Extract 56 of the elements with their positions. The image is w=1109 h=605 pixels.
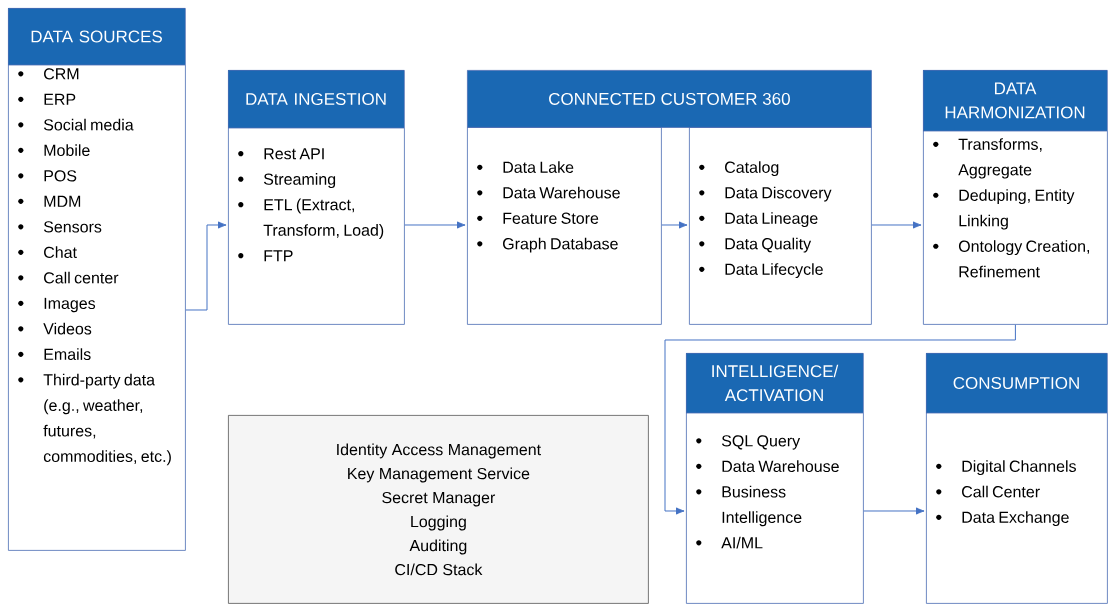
list-item: Rest API (238, 148, 324, 160)
list-item: Ontology Creation, Refinement (933, 240, 1090, 278)
arrow (871, 221, 922, 229)
list-item: ERP (18, 93, 76, 105)
list-item: Streaming (238, 173, 336, 189)
list-item: Data Quality (699, 237, 812, 253)
arrow (185, 221, 227, 311)
list-item: Data Lineage (699, 212, 818, 228)
list-item: Data Discovery (699, 186, 832, 202)
arrow (664, 324, 1016, 515)
list-box (467, 127, 662, 325)
list-item: CRM (18, 68, 79, 80)
list-item: Chat (18, 246, 77, 258)
header-band: DATA SOURCES (8, 8, 185, 65)
list-item: Call center (18, 271, 119, 284)
list-item: Feature Store (477, 212, 599, 224)
header-band: INTELLIGENCE/ ACTIVATION (686, 353, 863, 413)
list-item: Digital Channels (936, 460, 1076, 476)
list-item: Data Lifecycle (699, 263, 823, 279)
list-item: Data Warehouse (696, 460, 839, 472)
list-item: Data Exchange (936, 511, 1069, 527)
list-box (689, 127, 872, 325)
list-item: Graph Database (477, 237, 618, 253)
list-item: Data Lake (477, 161, 574, 173)
list-item: Call Center (936, 485, 1040, 498)
list-box (925, 353, 1108, 604)
list-item: SQL Query (696, 435, 801, 450)
arrow (404, 221, 466, 229)
list-item: MDM (18, 195, 81, 207)
list-item: Catalog (699, 161, 779, 177)
list-item: Third-party data (e.g., weather, futures, commodities, etc.) (18, 373, 171, 466)
arrow (661, 221, 688, 229)
list-item: Business Intelligence (696, 485, 802, 527)
list-box (685, 353, 864, 604)
list-item: Transforms, Aggregate (933, 138, 1042, 179)
list-box (7, 8, 186, 551)
header-band: DATA HARMONIZATION (923, 70, 1107, 131)
list-item: Mobile (18, 144, 90, 157)
list-item: Deduping, Entity Linking (933, 189, 1075, 230)
header-band: CONNECTED CUSTOMER 360 (467, 70, 872, 128)
list-item: Emails (18, 348, 91, 360)
list-item: Data Warehouse (477, 186, 620, 199)
list-box (227, 70, 405, 325)
list-item: POS (18, 170, 77, 182)
arrow (863, 507, 925, 515)
info-box: Identity Access Management Key Management Service Secret Manager Logging Auditing CI/CD Stack (228, 415, 649, 604)
list-item: Sensors (18, 221, 102, 233)
list-item: Images (18, 297, 96, 313)
list-item: AI/ML (696, 536, 763, 549)
list-item: FTP (238, 250, 293, 262)
list-item: Videos (18, 322, 92, 335)
list-item: ETL (Extract, Transform, Load) (238, 198, 384, 239)
header-band: DATA INGESTION (228, 70, 404, 128)
list-item: Social media (18, 118, 134, 131)
list-box (922, 70, 1108, 325)
header-band: CONSUMPTION (926, 353, 1107, 413)
